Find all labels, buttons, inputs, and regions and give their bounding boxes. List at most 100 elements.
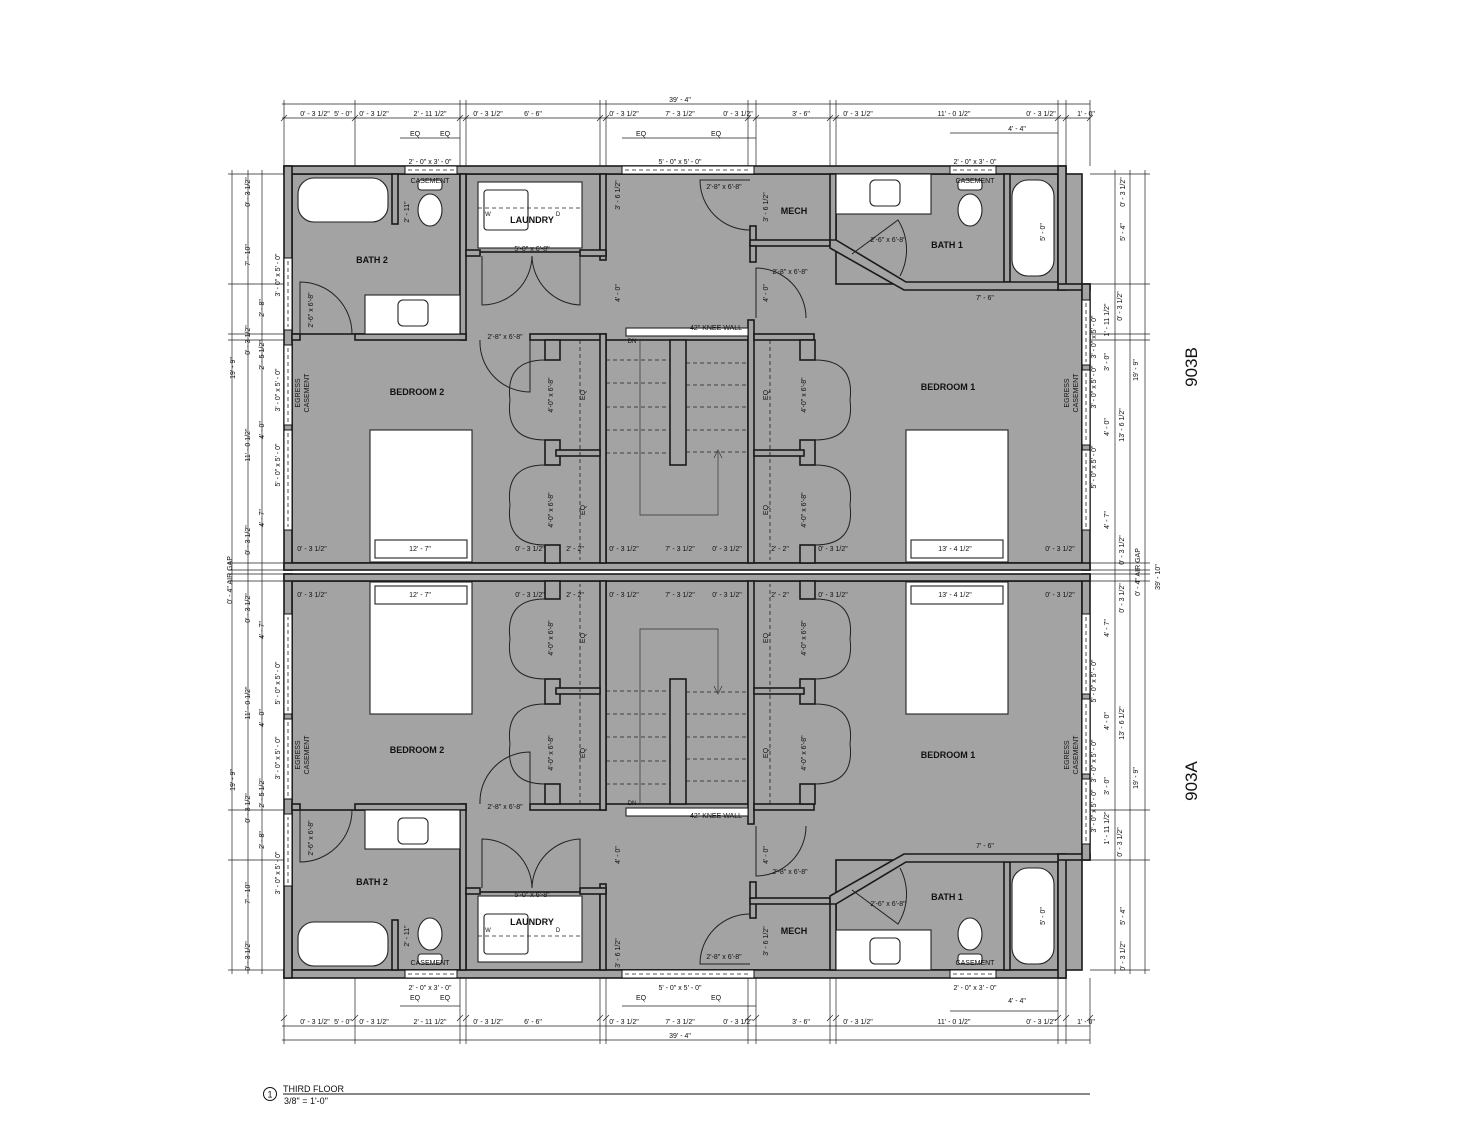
dimension-label: 3' - 6" bbox=[792, 111, 810, 118]
dimension-label: 3' - 6 1/2" bbox=[763, 926, 770, 956]
dimension-label: 0' - 3 1/2" bbox=[818, 546, 848, 553]
casement-note: CASEMENT bbox=[956, 178, 996, 185]
closet-door-tag: 4'-0" x 6'-8" bbox=[548, 620, 555, 656]
dimension-label: 4' - 7" bbox=[1104, 511, 1111, 529]
dimension-label: 0' - 3 1/2" bbox=[609, 546, 639, 553]
door-tag: 2'-8" x 6'-8" bbox=[487, 804, 523, 811]
dimension-label: 4' - 0" bbox=[615, 846, 622, 864]
drawing-number: 1 bbox=[267, 1090, 272, 1100]
egress-casement-note: CASEMENT bbox=[304, 735, 311, 775]
dimension-label: 3' - 6 1/2" bbox=[615, 938, 622, 968]
dimension-label: 0' - 3 1/2" bbox=[1045, 592, 1075, 599]
dimension-label: 0' - 3 1/2" bbox=[712, 546, 742, 553]
bath-1-angled-wall bbox=[829, 853, 1059, 905]
dimension-label: 5' - 4" bbox=[1120, 223, 1127, 241]
dimension-label: 3' - 0" x 5' - 0" bbox=[1091, 789, 1098, 833]
room-label-bath-2: BATH 2 bbox=[356, 255, 388, 265]
dimension-tick bbox=[744, 100, 752, 1044]
dimension-label: 0' - 3 1/2" bbox=[515, 592, 545, 599]
closet-stub bbox=[544, 580, 561, 600]
dimension-tick bbox=[832, 100, 840, 1044]
window bbox=[283, 813, 293, 887]
dimension-label: 7' - 3 1/2" bbox=[665, 592, 695, 599]
laundry-double-door-swing bbox=[481, 255, 581, 306]
dimension-label: 3' - 0" x 5' - 0" bbox=[275, 253, 282, 297]
mech-door-swing bbox=[699, 913, 751, 965]
egress-note: EGRESS bbox=[295, 378, 302, 408]
window-size-label: 5' - 0" x 5' - 0" bbox=[658, 985, 702, 992]
room-label-bedroom-2: BEDROOM 2 bbox=[390, 745, 445, 755]
dimension-label: 12' - 7" bbox=[409, 546, 431, 553]
bedroom-1-closet-bifold-doors bbox=[814, 598, 852, 785]
dimension-label: 0' - 3 1/2" bbox=[245, 525, 252, 555]
window bbox=[283, 257, 293, 331]
casement-note: CASEMENT bbox=[411, 178, 451, 185]
knee-wall bbox=[625, 327, 749, 337]
dimension-label: 2' - 11" bbox=[404, 925, 411, 947]
eq-label: EQ bbox=[763, 747, 770, 758]
dimension-label: 0' - 3 1/2" bbox=[609, 1019, 639, 1026]
window-size-label: 2' - 0" x 3' - 0" bbox=[408, 985, 452, 992]
room-label-laundry: LAUNDRY bbox=[510, 215, 554, 225]
room-label-bedroom-1: BEDROOM 1 bbox=[921, 750, 976, 760]
window-size-label: 5' - 0" x 5' - 0" bbox=[658, 159, 702, 166]
unit-name-label: 903B bbox=[1182, 347, 1201, 387]
bath-1-tub bbox=[1011, 179, 1055, 277]
dimension-tick bbox=[1086, 100, 1094, 1044]
bath-2-wall bbox=[459, 803, 467, 971]
closet-divider bbox=[555, 449, 601, 457]
window bbox=[949, 969, 997, 979]
bedroom-2-closet-bifold-doors bbox=[508, 598, 546, 785]
window bbox=[1081, 369, 1091, 446]
window bbox=[949, 165, 997, 175]
dimension-tick bbox=[1062, 100, 1070, 1044]
closet-door-tag: 4'-0" x 6'-8" bbox=[801, 377, 808, 413]
tub-wall bbox=[391, 173, 399, 225]
dimension-label: 3' - 0" x 5' - 0" bbox=[275, 851, 282, 895]
dimension-label: 5' - 0" bbox=[334, 111, 352, 118]
door-tag: 2'-6" x 6'-8" bbox=[308, 820, 315, 856]
bedroom-1-door-swing bbox=[755, 267, 807, 319]
labels: 0' - 3 1/2"0' - 3 1/2"5' - 0"5' - 0"0' -… bbox=[227, 97, 1201, 1040]
bath-2-toilet bbox=[417, 193, 443, 227]
dimension-label: 7' - 6" bbox=[976, 295, 994, 302]
bath-2-toilet bbox=[417, 917, 443, 951]
dimension-label: 19' - 9" bbox=[230, 357, 237, 379]
door-tag: 2'-6" x 6'-8" bbox=[870, 237, 906, 244]
dimension-label: 0' - 3 1/2" bbox=[473, 1019, 503, 1026]
dimension-label: 3' - 6" bbox=[792, 1019, 810, 1026]
eq-label: EQ bbox=[711, 131, 722, 138]
dimension-label: 19' - 9" bbox=[230, 769, 237, 791]
door-tag: 5'-0" x 6'-8" bbox=[514, 246, 550, 253]
drawing-scale: 3/8" = 1'-0" bbox=[284, 1096, 328, 1106]
dimension-label: 2' - 2" bbox=[771, 546, 789, 553]
dimension-label: 4' - 0" bbox=[1104, 418, 1111, 436]
eq-label: EQ bbox=[410, 995, 421, 1002]
closet-stub bbox=[544, 783, 561, 805]
dimension-label: 6' - 6" bbox=[524, 111, 542, 118]
dimension-tick bbox=[351, 100, 359, 1044]
laundry-double-door-swing bbox=[481, 838, 581, 889]
closet-stub bbox=[544, 339, 561, 361]
bedroom-2-wall bbox=[529, 333, 607, 341]
dimension-tick bbox=[826, 100, 834, 1044]
dimension-label: 12' - 7" bbox=[409, 592, 431, 599]
door-tag: 2'-8" x 6'-8" bbox=[706, 184, 742, 191]
window bbox=[283, 429, 293, 531]
stair-stringer bbox=[669, 339, 687, 466]
eq-label: EQ bbox=[440, 995, 451, 1002]
bath-2-sink bbox=[397, 299, 429, 327]
stair-wall-right bbox=[747, 319, 755, 564]
bath-1-toilet bbox=[957, 917, 983, 951]
unit-name-label: 903A bbox=[1182, 760, 1201, 800]
bath-1-vanity bbox=[835, 929, 932, 971]
eq-label: EQ bbox=[580, 389, 587, 400]
dimension-label: 0' - 3 1/2" bbox=[1117, 827, 1124, 857]
laundry-wall bbox=[599, 173, 607, 261]
closet-shelf-lines bbox=[579, 584, 771, 804]
dimension-label: 0' - 3 1/2" bbox=[1119, 535, 1126, 565]
dimension-label: 4' - 0" bbox=[259, 421, 266, 439]
dryer-label: D bbox=[556, 212, 561, 218]
bath-2-toilet-tank bbox=[417, 953, 443, 965]
